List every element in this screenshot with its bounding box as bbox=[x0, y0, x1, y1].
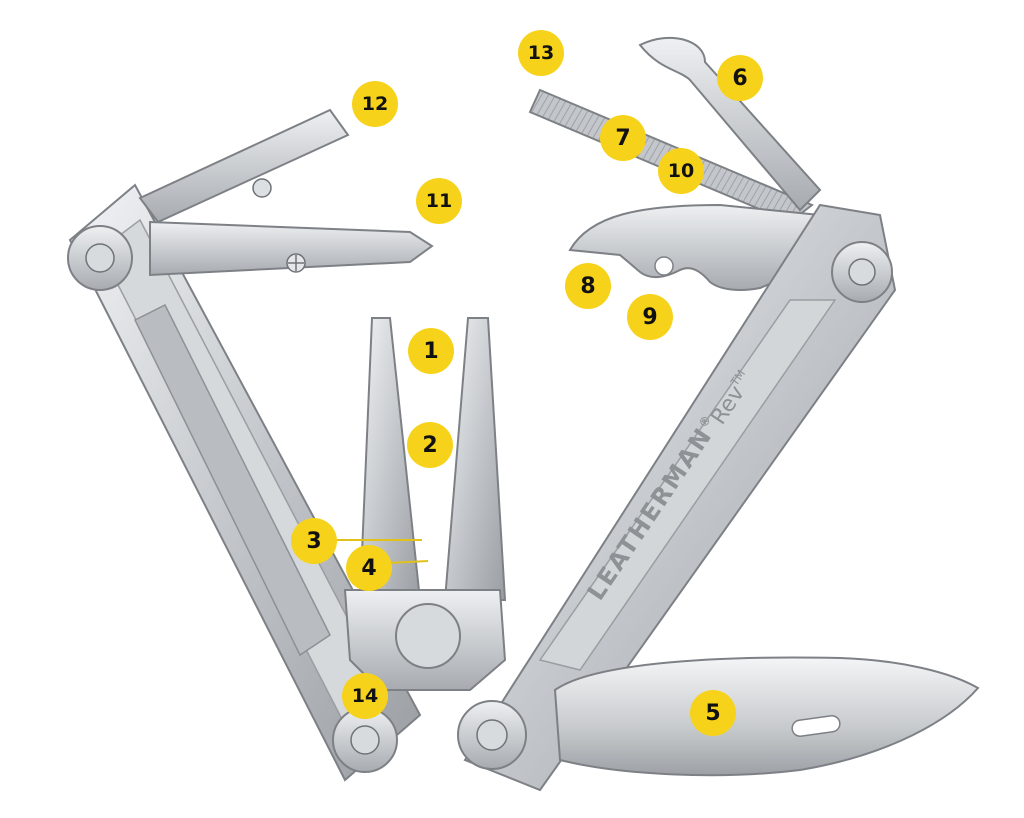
can-opener-bottle-opener bbox=[568, 203, 822, 291]
pliers bbox=[343, 317, 507, 691]
registered-mark: ® bbox=[696, 411, 715, 430]
callout-13: 13 bbox=[518, 30, 564, 76]
callout-6: 6 bbox=[717, 55, 763, 101]
flat-screwdriver bbox=[138, 108, 350, 224]
callout-8: 8 bbox=[565, 263, 611, 309]
package-opener bbox=[638, 36, 822, 212]
callout-5: 5 bbox=[690, 690, 736, 736]
callout-12: 12 bbox=[352, 81, 398, 127]
callout-3: 3 bbox=[291, 518, 337, 564]
callout-14: 14 bbox=[342, 673, 388, 719]
callout-10: 10 bbox=[658, 148, 704, 194]
knife-blade bbox=[553, 656, 980, 777]
callout-4: 4 bbox=[346, 545, 392, 591]
callout-2: 2 bbox=[407, 422, 453, 468]
left-handle bbox=[68, 183, 422, 782]
callout-7: 7 bbox=[600, 115, 646, 161]
callout-9: 9 bbox=[627, 294, 673, 340]
callout-1: 1 bbox=[408, 328, 454, 374]
callout-11: 11 bbox=[416, 178, 462, 224]
phillips-screwdriver bbox=[149, 220, 434, 277]
leader-line-4 bbox=[387, 560, 429, 564]
pliers-pivot bbox=[395, 603, 461, 669]
